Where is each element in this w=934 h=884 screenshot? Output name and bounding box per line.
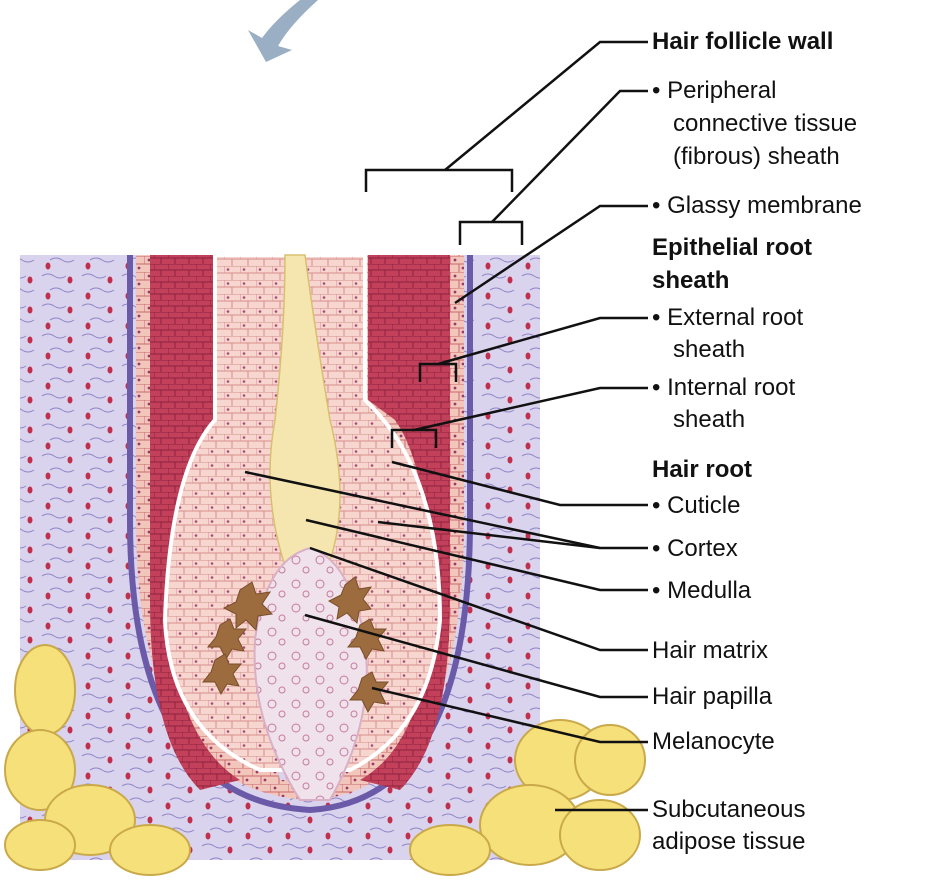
label-glassy-membrane: • Glassy membrane [652, 192, 862, 219]
label-hair-root: Hair root [652, 456, 753, 483]
label-external-root-line2: sheath [673, 336, 746, 363]
leader-cortex-2 [377, 520, 601, 550]
leader-peripheral [491, 89, 648, 223]
label-cuticle: • Cuticle [652, 492, 741, 519]
adipose-tissue [4, 644, 646, 876]
leader-cuticle [391, 460, 648, 507]
label-hair-follicle-wall: Hair follicle wall [652, 28, 834, 55]
label-hair-matrix: Hair matrix [652, 637, 769, 664]
label-cortex: • Cortex [652, 535, 738, 562]
leader-lines [244, 40, 648, 812]
leader-hair-papilla [304, 613, 648, 699]
label-melanocyte: Melanocyte [652, 728, 775, 755]
label-medulla: • Medulla [652, 577, 752, 604]
label-external-root-line1: • External root [652, 304, 804, 331]
label-epithelial-root-line2: sheath [652, 267, 730, 294]
internal-root-sheath [150, 255, 240, 790]
label-peripheral-line2: connective tissue [673, 110, 858, 137]
direction-arrow [248, 0, 318, 62]
leader-hair-follicle-wall [444, 40, 648, 171]
leader-hair-matrix [309, 546, 648, 652]
label-hair-papilla: Hair papilla [652, 683, 773, 710]
label-adipose-line1: Subcutaneous [652, 796, 806, 823]
label-internal-root-line2: sheath [673, 406, 746, 433]
label-internal-root-line1: • Internal root [652, 374, 796, 401]
leader-external-root [437, 316, 648, 366]
leader-medulla [305, 518, 648, 592]
bracket-peripheral [458, 220, 524, 245]
label-epithelial-root-line1: Epithelial root [652, 234, 813, 261]
bracket-follicle-wall [364, 168, 514, 192]
label-adipose-line2: adipose tissue [652, 828, 806, 855]
label-peripheral-line3: (fibrous) sheath [673, 143, 840, 170]
leader-glassy-membrane [454, 204, 648, 305]
leader-internal-root [413, 386, 648, 432]
melanocytes [201, 576, 390, 714]
label-peripheral-line1: • Peripheral [652, 77, 777, 104]
leader-melanocyte [371, 686, 648, 744]
